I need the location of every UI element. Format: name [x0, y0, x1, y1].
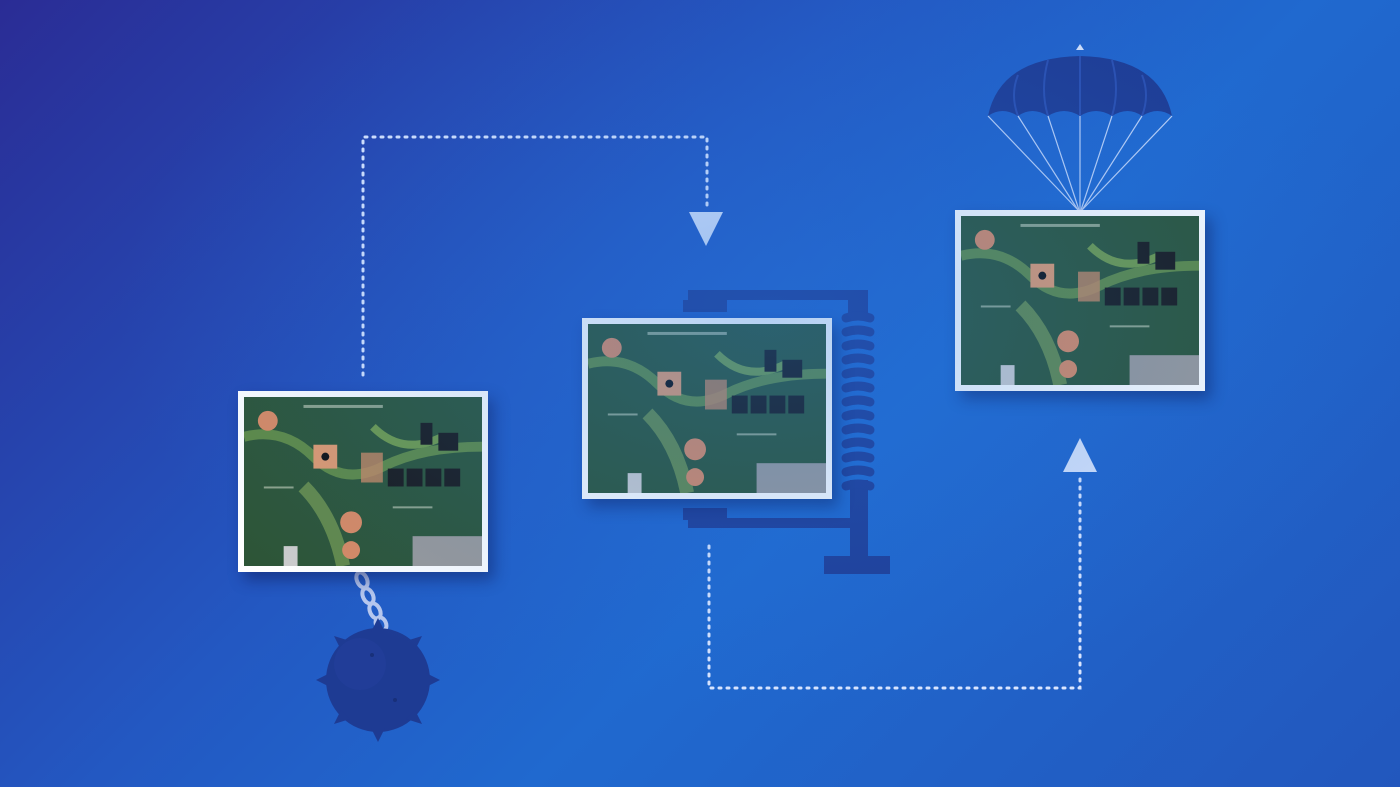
- circuit-board-card-center: [582, 318, 832, 499]
- arrow-down-icon: [689, 212, 723, 246]
- parachute-icon: [987, 44, 1173, 211]
- circuit-board-card-right: [955, 210, 1205, 391]
- arrow-up-icon: [1063, 438, 1097, 472]
- circuit-board-image: [244, 397, 482, 566]
- wrecking-ball-icon: [316, 570, 440, 742]
- circuit-board-image: [588, 324, 826, 493]
- circuit-board-image: [961, 216, 1199, 385]
- circuit-board-card-left: [238, 391, 488, 572]
- dotted-connector-left-to-center: [361, 135, 709, 377]
- c-clamp-icon: [683, 290, 890, 574]
- dotted-connector-center-to-right: [707, 476, 1082, 690]
